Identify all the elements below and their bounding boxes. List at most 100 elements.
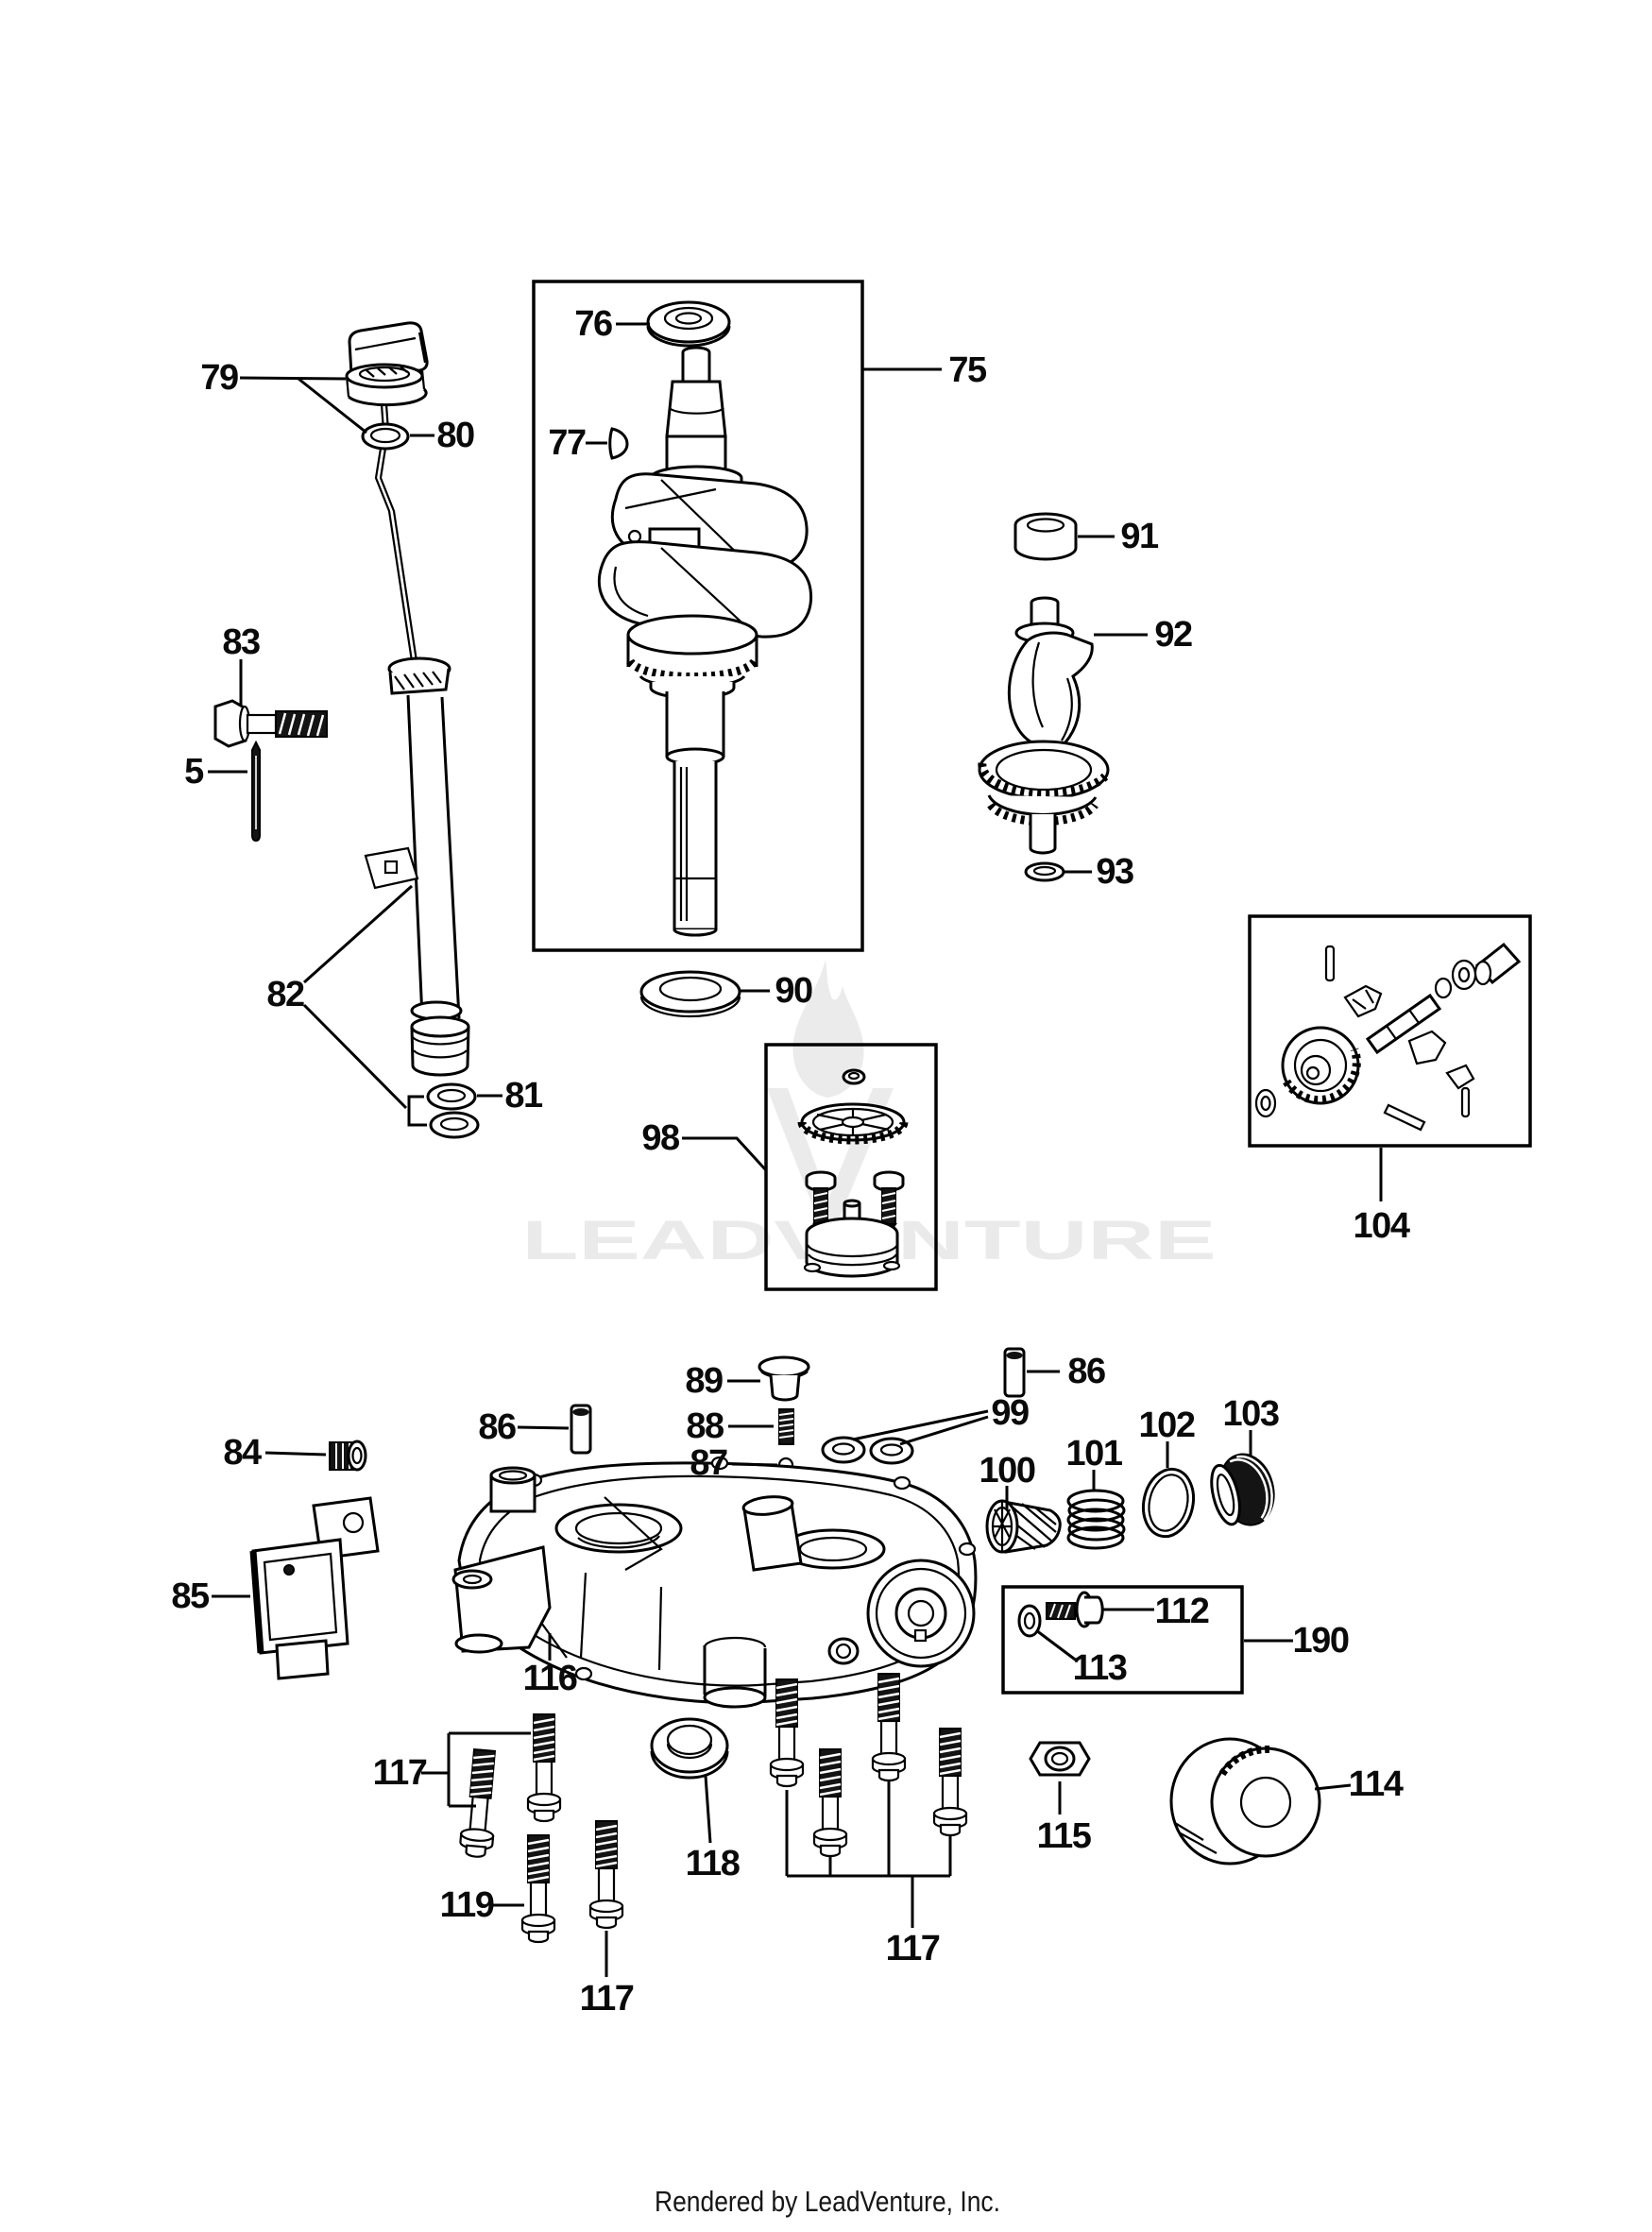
part-99-oring [821,1436,866,1464]
part-number: 104 [1354,1206,1410,1246]
part-number: 102 [1139,1406,1195,1445]
callout-5: 5 [184,752,247,792]
part-117-bolt [588,1819,624,1930]
watermark-flame-icon [792,960,864,1098]
part-76-bearing [646,300,731,348]
part-number: 79 [200,358,238,398]
part-89-plug [758,1355,810,1402]
callout-89: 89 [685,1361,760,1401]
part-number: 100 [979,1451,1035,1491]
part-number: 85 [171,1576,210,1616]
part-114-oil-filter [1169,1737,1321,1866]
part-number: 117 [373,1753,427,1793]
part-80-oring [361,422,410,451]
part-117-bolt [526,1712,562,1823]
callout-117-left: 117 [373,1731,531,1808]
part-85-ignition-module [249,1496,380,1680]
callout-85: 85 [171,1576,250,1616]
part-number: 112 [1155,1592,1209,1631]
callout-83: 83 [222,622,261,706]
part-number: 83 [222,622,260,662]
footer-credit: Rendered by LeadVenture, Inc. [655,2185,1000,2218]
part-117-bolt [932,1727,968,1837]
part-119-bolt [520,1833,556,1944]
part-number: 81 [504,1076,543,1116]
callout-98: 98 [641,1118,768,1172]
callout-84: 84 [223,1433,327,1473]
callout-113: 113 [1035,1628,1128,1688]
part-84-plug [329,1440,367,1472]
part-98-oil-pump-kit [797,1068,909,1278]
part-number: 77 [548,423,586,463]
part-88-spring-pin [778,1408,794,1445]
part-number: 87 [690,1443,727,1483]
part-82-dipstick-tube [364,656,470,1077]
part-number: 5 [184,752,204,792]
assembly-box-190 [1001,1585,1244,1695]
part-number: 91 [1120,517,1159,556]
part-number: 86 [478,1407,516,1447]
callout-104: 104 [1354,1148,1411,1246]
part-number: 99 [991,1393,1029,1433]
part-number: 82 [266,975,304,1014]
callout-76: 76 [574,304,650,344]
part-91-bushing [1013,512,1078,561]
part-number: 98 [641,1118,679,1158]
part-116-crankcase [451,1456,978,1709]
part-103-cap [1210,1453,1275,1526]
part-number: 103 [1223,1394,1279,1434]
callout-77: 77 [548,423,607,463]
callout-112: 112 [1103,1592,1210,1631]
part-117-bolt [812,1747,848,1858]
part-117-bolt [457,1747,502,1860]
part-117-bolt [871,1672,907,1782]
part-number: 75 [948,350,987,390]
part-81-orings [407,1082,480,1139]
part-102-oring [1141,1467,1196,1539]
part-number: 114 [1349,1764,1404,1804]
part-number: 86 [1067,1352,1105,1391]
callout-86-left: 86 [478,1407,570,1447]
part-number: 84 [223,1433,262,1473]
part-93-oring [1024,861,1065,882]
part-number: 115 [1037,1816,1092,1856]
assembly-box-75 [532,280,864,952]
part-number: 93 [1096,852,1133,892]
part-77-woodruff-key [608,427,629,460]
part-75-crankshaft [597,346,813,937]
part-number: 89 [685,1361,723,1401]
callout-115: 115 [1037,1781,1093,1856]
part-115-plug [1029,1741,1091,1777]
part-number: 190 [1293,1621,1349,1661]
part-118-seal [650,1717,729,1780]
part-104-governor-assembly [1254,942,1522,1132]
part-83-bolt [213,699,328,748]
callout-116: 116 [523,1633,578,1698]
callout-190: 190 [1244,1621,1350,1661]
part-117-bolt [769,1678,805,1788]
part-86-dowel-pin [1003,1347,1026,1398]
part-number: 117 [886,1929,940,1968]
part-number: 90 [775,971,812,1011]
part-number: 119 [440,1885,494,1925]
callout-119: 119 [440,1885,524,1925]
callout-82: 82 [266,884,414,1110]
callout-118: 118 [686,1775,741,1883]
part-number: 116 [523,1659,577,1698]
callout-100: 100 [979,1451,1036,1509]
callout-117-bottom: 117 [580,1931,635,2019]
callout-92: 92 [1094,615,1193,655]
callout-87: 87 [690,1443,778,1483]
callout-103: 103 [1223,1394,1280,1456]
callout-101: 101 [1066,1434,1124,1491]
part-number: 101 [1066,1434,1123,1474]
part-number: 117 [580,1979,634,2019]
part-number: 92 [1154,615,1192,655]
callout-93: 93 [1064,852,1134,892]
part-101-spring [1066,1489,1126,1550]
callout-86-right: 86 [1027,1352,1106,1391]
callout-99: 99 [852,1393,1030,1446]
part-number: 80 [436,416,474,455]
